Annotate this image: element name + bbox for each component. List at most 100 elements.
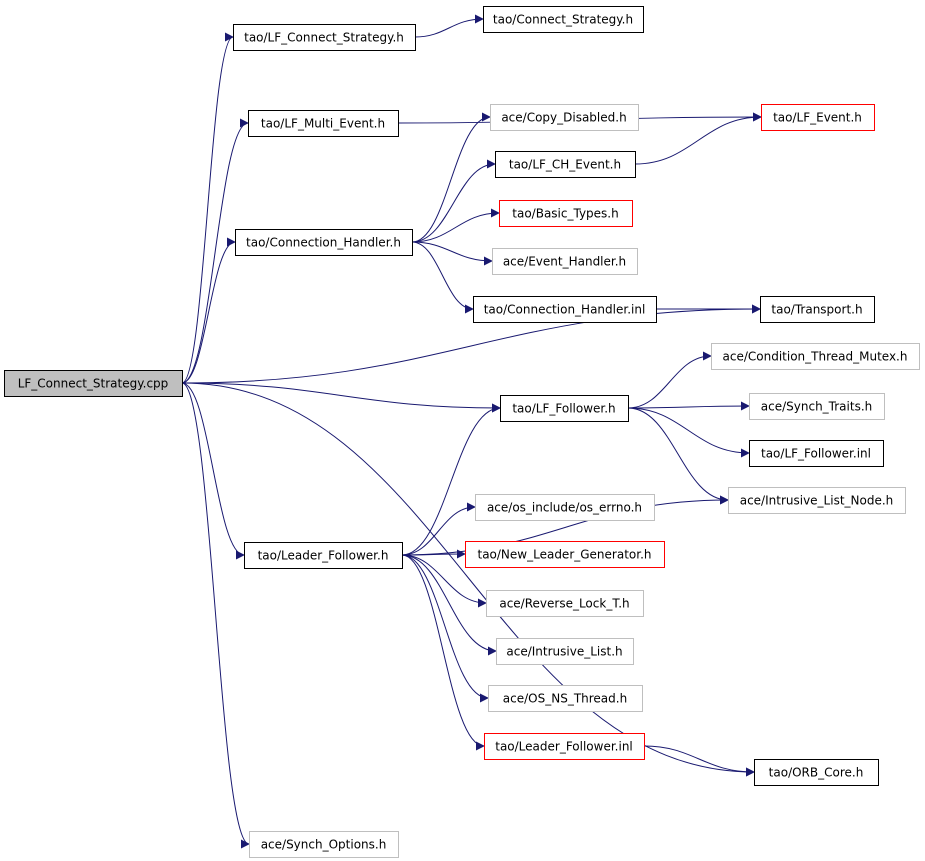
edge-tao-leader-follower-h-to-ace-os-ns-thread-h: [401, 554, 489, 703]
nodes-layer: LF_Connect_Strategy.cpp tao/LF_Connect_St…: [4, 6, 920, 858]
edge-tao-lf-follower-h-to-ace-intrusive-list-node-h: [627, 407, 729, 505]
node-tao-connect-strategy-h[interactable]: tao/Connect_Strategy.h: [483, 6, 644, 33]
edge-tao-leader-follower-h-to-tao-leader-follower-inl: [401, 554, 485, 751]
node-tao-orb-core-h[interactable]: tao/ORB_Core.h: [754, 759, 879, 786]
node-box: [761, 104, 875, 131]
node-label: ace/Intrusive_List_Node.h: [740, 494, 894, 508]
node-ace-event-handler-h[interactable]: ace/Event_Handler.h: [492, 248, 638, 275]
node-tao-lf-multi-event-h[interactable]: tao/LF_Multi_Event.h: [248, 110, 399, 137]
node-ace-condition-thread-mutex-h[interactable]: ace/Condition_Thread_Mutex.h: [711, 343, 920, 370]
node-label: tao/Leader_Follower.inl: [495, 740, 633, 754]
node-box: [500, 395, 629, 422]
node-label: tao/LF_CH_Event.h: [509, 158, 621, 172]
node-box: [465, 541, 665, 568]
edge-tao-leader-follower-h-to-ace-reverse-lock-t-h: [401, 554, 487, 608]
edge-tao-leader-follower-h-to-ace-intrusive-list-h: [401, 554, 497, 656]
node-box: [249, 831, 399, 858]
node-label: tao/LF_Follower.h: [512, 402, 615, 416]
node-box: [248, 110, 399, 137]
node-box: [495, 151, 636, 178]
node-ace-intrusive-list-h[interactable]: ace/Intrusive_List.h: [496, 638, 634, 665]
node-box: [492, 248, 638, 275]
node-label: ace/Condition_Thread_Mutex.h: [723, 350, 908, 364]
node-label: tao/LF_Follower.inl: [761, 447, 871, 461]
node-label: tao/Connection_Handler.inl: [484, 303, 646, 317]
node-box: [486, 590, 644, 617]
node-tao-lf-follower-inl[interactable]: tao/LF_Follower.inl: [749, 440, 884, 467]
node-box: [490, 104, 639, 131]
node-label: tao/LF_Multi_Event.h: [261, 117, 385, 131]
node-label: ace/OS_NS_Thread.h: [503, 692, 627, 706]
edges-layer: [181, 14, 762, 849]
edge-tao-leader-follower-h-to-tao-new-leader-generator-h: [401, 549, 466, 559]
node-tao-connection-handler-inl[interactable]: tao/Connection_Handler.inl: [473, 296, 657, 323]
node-tao-leader-follower-h[interactable]: tao/Leader_Follower.h: [244, 542, 403, 569]
node-box: [473, 296, 657, 323]
node-ace-reverse-lock-t-h[interactable]: ace/Reverse_Lock_T.h: [486, 590, 644, 617]
edge-root-to-tao-transport-h: [181, 304, 761, 384]
node-label: tao/Leader_Follower.h: [258, 549, 389, 563]
node-tao-lf-follower-h[interactable]: tao/LF_Follower.h: [500, 395, 629, 422]
node-box: [711, 343, 920, 370]
node-label: ace/Synch_Options.h: [261, 838, 387, 852]
edge-root-to-tao-orb-core-h: [181, 382, 755, 777]
node-label: ace/Intrusive_List.h: [506, 645, 622, 659]
edge-tao-connection-handler-h-to-tao-connection-handler-inl: [411, 241, 474, 314]
node-label: tao/Connect_Strategy.h: [493, 13, 633, 27]
node-box: [754, 759, 879, 786]
node-ace-copy-disabled-h[interactable]: ace/Copy_Disabled.h: [490, 104, 639, 131]
node-label: tao/Transport.h: [771, 303, 862, 317]
edge-root-to-tao-leader-follower-h: [181, 382, 245, 560]
node-label: tao/Basic_Types.h: [512, 207, 618, 221]
node-tao-lf-event-h[interactable]: tao/LF_Event.h: [761, 104, 875, 131]
edge-tao-lf-connect-strategy-h-to-tao-connect-strategy-h: [414, 14, 484, 38]
node-box: [760, 296, 875, 323]
node-ace-intrusive-list-node-h[interactable]: ace/Intrusive_List_Node.h: [728, 487, 906, 514]
edge-tao-connection-handler-h-to-tao-lf-ch-event-h: [411, 159, 496, 243]
node-ace-os-ns-thread-h[interactable]: ace/OS_NS_Thread.h: [488, 685, 643, 712]
node-tao-lf-connect-strategy-h[interactable]: tao/LF_Connect_Strategy.h: [233, 24, 416, 51]
node-label: ace/Copy_Disabled.h: [501, 111, 626, 125]
node-tao-connection-handler-h[interactable]: tao/Connection_Handler.h: [235, 229, 413, 256]
node-label: tao/LF_Connect_Strategy.h: [244, 31, 404, 45]
node-label: ace/Synch_Traits.h: [761, 400, 872, 414]
edge-tao-lf-follower-h-to-tao-lf-follower-inl: [627, 407, 750, 458]
edge-tao-lf-follower-h-to-ace-synch-traits-h: [627, 401, 750, 411]
edge-tao-connection-handler-h-to-ace-event-handler-h: [411, 241, 493, 266]
node-box: [475, 494, 655, 521]
node-box: [488, 685, 643, 712]
node-tao-new-leader-generator-h[interactable]: tao/New_Leader_Generator.h: [465, 541, 665, 568]
node-box: [4, 370, 183, 397]
node-tao-leader-follower-inl[interactable]: tao/Leader_Follower.inl: [484, 733, 645, 760]
node-box: [233, 24, 416, 51]
node-tao-transport-h[interactable]: tao/Transport.h: [760, 296, 875, 323]
edge-tao-connection-handler-h-to-ace-copy-disabled-h: [411, 112, 491, 243]
node-box: [499, 200, 633, 227]
node-box: [235, 229, 413, 256]
node-label: tao/Connection_Handler.h: [246, 236, 401, 250]
node-label: tao/LF_Event.h: [773, 111, 862, 125]
edge-tao-leader-follower-h-to-ace-os-include-os-errno-h: [401, 502, 476, 556]
edge-root-to-tao-lf-connect-strategy-h: [181, 32, 234, 384]
node-box: [749, 393, 885, 420]
node-label: LF_Connect_Strategy.cpp: [18, 377, 169, 391]
node-box: [496, 638, 634, 665]
node-ace-synch-options-h[interactable]: ace/Synch_Options.h: [249, 831, 399, 858]
edge-tao-lf-ch-event-h-to-tao-lf-event-h: [634, 112, 762, 165]
edge-root-to-tao-lf-follower-h: [181, 382, 501, 413]
node-box: [728, 487, 906, 514]
node-ace-os-include-os-errno-h[interactable]: ace/os_include/os_errno.h: [475, 494, 655, 521]
node-label: ace/Reverse_Lock_T.h: [499, 597, 629, 611]
node-label: tao/New_Leader_Generator.h: [477, 548, 651, 562]
edge-tao-leader-follower-h-to-tao-lf-follower-h: [401, 403, 501, 556]
node-label: tao/ORB_Core.h: [769, 766, 864, 780]
edge-tao-leader-follower-h-to-ace-intrusive-list-node-h: [401, 495, 729, 556]
node-ace-synch-traits-h[interactable]: ace/Synch_Traits.h: [749, 393, 885, 420]
node-tao-lf-ch-event-h[interactable]: tao/LF_CH_Event.h: [495, 151, 636, 178]
node-tao-basic-types-h[interactable]: tao/Basic_Types.h: [499, 200, 633, 227]
edge-root-to-ace-synch-options-h: [181, 382, 250, 849]
edge-tao-leader-follower-inl-to-tao-orb-core-h: [643, 745, 755, 777]
node-box: [749, 440, 884, 467]
edge-tao-connection-handler-h-to-tao-basic-types-h: [411, 208, 500, 243]
